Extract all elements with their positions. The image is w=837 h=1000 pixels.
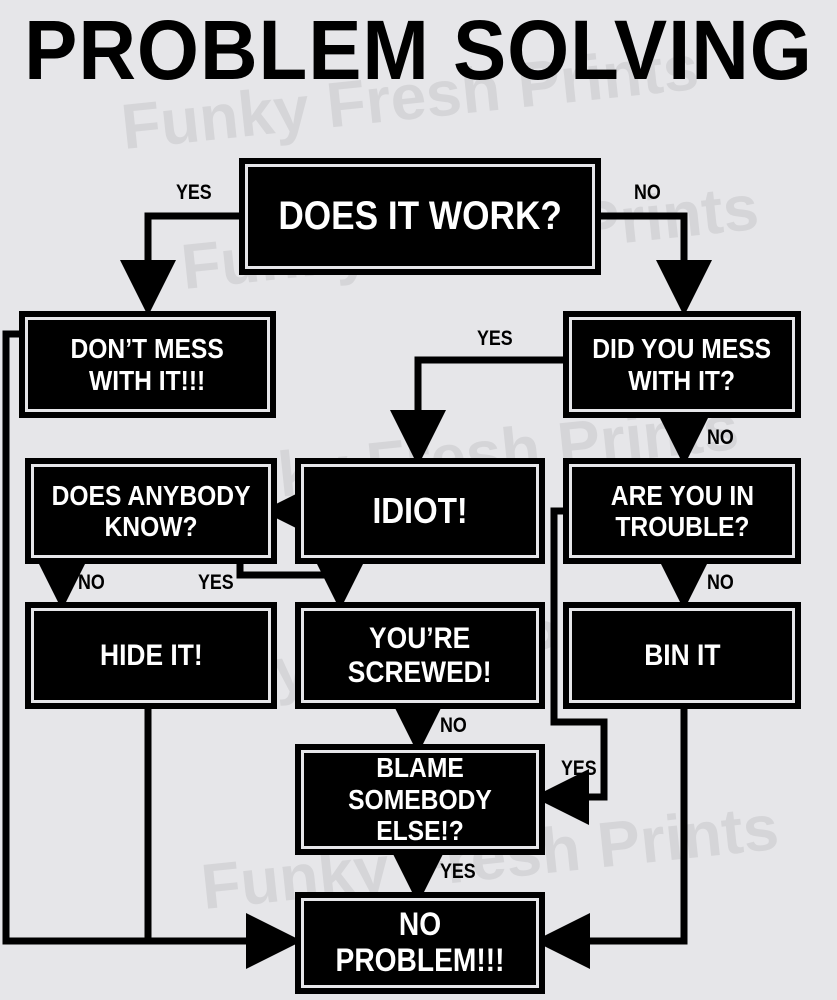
page-title: PROBLEM SOLVING (24, 3, 813, 97)
edge-label-no: NO (707, 571, 734, 594)
node-dont-mess-with-it: DON’T MESS WITH IT!!! (19, 311, 276, 418)
node-does-it-work: DOES IT WORK? (239, 158, 601, 275)
edge-label-yes: YES (561, 757, 597, 780)
node-idiot: IDIOT! (295, 458, 545, 564)
node-does-anybody-know: DOES ANYBODY KNOW? (25, 458, 277, 564)
node-label: BLAME SOMEBODY ELSE!? (348, 752, 492, 847)
connector-work-yes (120, 212, 242, 316)
edge-label-no: NO (707, 426, 734, 449)
edge-label-no: NO (78, 571, 105, 594)
node-did-you-mess-with-it: DID YOU MESS WITH IT? (563, 311, 801, 418)
node-label: IDIOT! (372, 489, 468, 531)
connector-work-no (598, 212, 712, 316)
connector-bin-noproblem (534, 706, 688, 969)
edge-label-no: NO (634, 181, 661, 204)
edge-label-yes: YES (198, 571, 234, 594)
node-blame-somebody-else: BLAME SOMEBODY ELSE!? (295, 744, 545, 855)
edge-label-yes: YES (176, 181, 212, 204)
edge-label-no: NO (440, 714, 467, 737)
node-youre-screwed: YOU’RE SCREWED! (295, 602, 545, 709)
connector-mess-yes (390, 356, 566, 466)
node-label: YOU’RE SCREWED! (348, 621, 492, 689)
node-label: NO PROBLEM!!! (335, 906, 505, 978)
edge-label-yes: YES (477, 327, 513, 350)
node-hide-it: HIDE IT! (25, 602, 277, 709)
node-label: DOES ANYBODY KNOW? (51, 479, 251, 542)
node-bin-it: BIN IT (563, 602, 801, 709)
node-label: DON’T MESS WITH IT!!! (70, 333, 225, 396)
node-no-problem: NO PROBLEM!!! (295, 892, 545, 994)
node-label: ARE YOU IN TROUBLE? (610, 479, 754, 542)
node-label: DID YOU MESS WITH IT? (592, 333, 772, 396)
node-label: HIDE IT! (99, 638, 203, 672)
connector-know-yes (236, 554, 368, 610)
node-label: DOES IT WORK? (278, 194, 562, 239)
node-label: BIN IT (643, 638, 721, 672)
connector-trouble-yes (533, 507, 608, 825)
node-are-you-in-trouble: ARE YOU IN TROUBLE? (563, 458, 801, 564)
edge-label-yes: YES (440, 860, 476, 883)
